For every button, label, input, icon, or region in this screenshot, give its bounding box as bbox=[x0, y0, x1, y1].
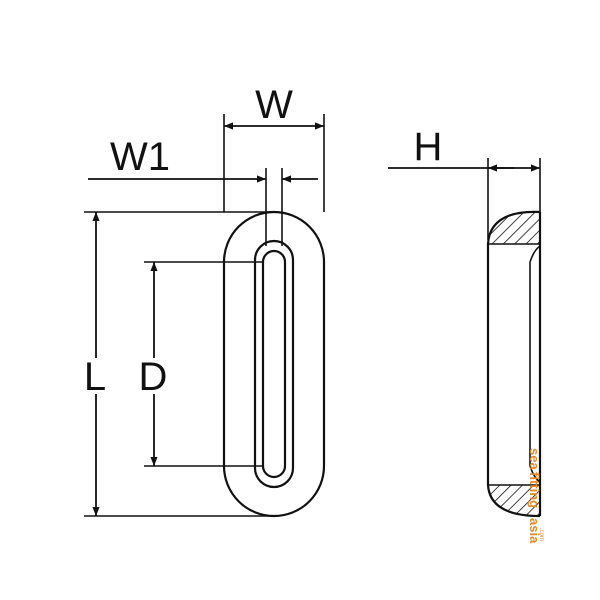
dimension-labels: W W1 H L D bbox=[80, 83, 442, 399]
label-w1: W1 bbox=[110, 135, 170, 179]
watermark-text-fitting: fitting bbox=[527, 472, 542, 508]
side-top-hatched-section bbox=[488, 211, 540, 244]
label-d: D bbox=[139, 355, 168, 399]
front-view bbox=[222, 210, 326, 518]
side-bottom-hatched-section bbox=[488, 485, 540, 516]
side-outline bbox=[486, 210, 541, 518]
side-top-bevel bbox=[529, 245, 541, 263]
label-w: W bbox=[255, 83, 293, 127]
label-l: L bbox=[84, 355, 106, 399]
slot-inner-outline bbox=[261, 249, 287, 479]
side-view bbox=[486, 210, 542, 518]
extension-lines bbox=[84, 114, 541, 517]
label-h: H bbox=[414, 125, 443, 169]
outer-ring-outline bbox=[222, 210, 326, 518]
watermark-text-com: .com bbox=[538, 528, 544, 541]
watermark-text-asia: asia bbox=[527, 518, 542, 544]
slot-outer-outline bbox=[253, 239, 295, 489]
watermark-text-sea: sea bbox=[527, 448, 542, 470]
dimension-lines bbox=[88, 122, 540, 516]
side-bottom-bevel bbox=[529, 465, 541, 483]
watermark-logo: sea fitting asia .com bbox=[527, 448, 544, 544]
